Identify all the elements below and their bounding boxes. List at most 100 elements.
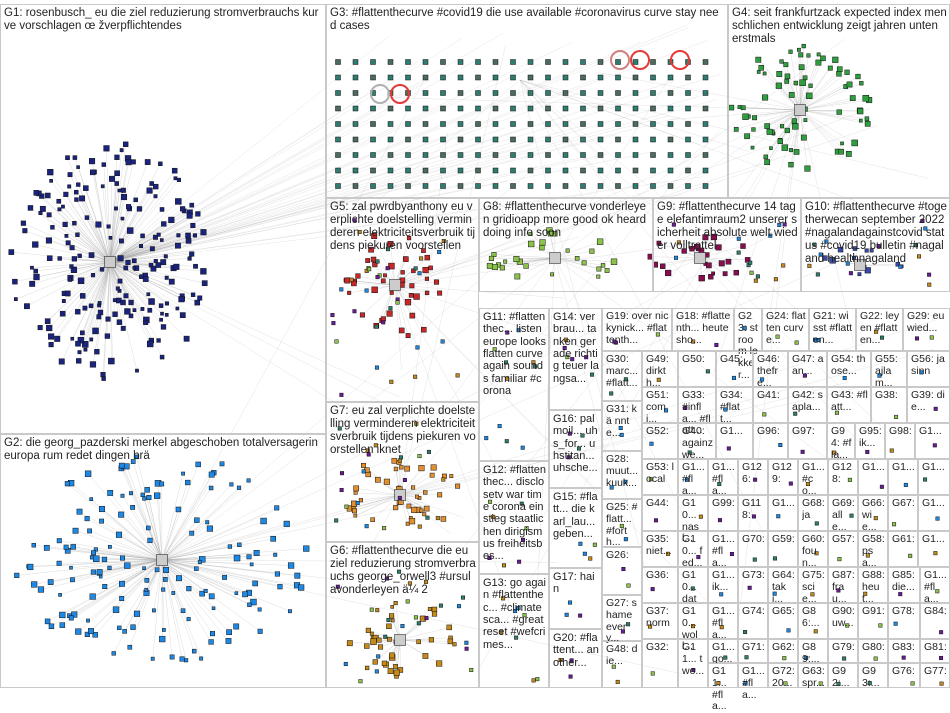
group-box-g38: G38: [871,387,907,423]
group-box-g77: G77: [920,663,950,688]
group-box-g45: G45: [716,351,753,387]
group-box-g43: G43: #flatt... [827,387,871,423]
group-label-g121: G1... #fla... [712,534,735,569]
group-label-g80: G80: [862,642,885,654]
group-box-g11: G11: #flattenthec... listen europe looks… [479,308,549,461]
group-label-g122: G1... [922,534,947,546]
group-box-g95: G95: ik... [855,423,885,459]
group-label-g75: G75: scie... [802,570,825,605]
group-box-g65: G65: [768,603,798,639]
group-label-g15: G15: #flatt... die karl_lau... geben... [553,491,599,540]
group-box-g60: G60: foun... [798,531,828,567]
group-box-g75: G75: scie... [798,567,828,603]
group-label-g93: G93:... [862,666,885,690]
group-box-g33: G33: #infla... #flatt... [678,387,716,423]
group-label-g70: G70: [742,534,765,546]
group-box-g15: G15: #flatt... die karl_lau... geben... [549,488,602,568]
group-box-g63: G63: spr... [798,663,828,688]
group-label-g18: G18: #flattenth... heutesho... [676,311,731,346]
group-box-g55: G55: ajlam... [871,351,907,387]
group-box-g102: G10... nasl... [678,495,708,531]
group-box-g81: G81: [920,639,950,663]
group-label-g100: G10... dat [682,570,705,605]
group-label-g7: G7: eu zal verplichte doelstelling vermi… [330,405,476,457]
group-label-g5: G5: zal pwrdbyanthony eu verplichte doel… [330,201,476,253]
group-box-g105: G1... #fla... [738,663,768,688]
group-label-g110: G11... #fla... [712,666,735,713]
group-label-g56: G56: ja sinn [911,354,947,378]
group-box-g54: G54: those... [827,351,871,387]
group-label-g73: G73: [742,570,765,582]
group-box-g61: G61: [888,531,918,567]
group-label-g68: G68: ja [802,498,825,522]
group-label-g118: G118: [742,498,765,522]
group-box-g13: G13: go again #flattenthec... #climatesc… [479,574,549,688]
group-label-g97: G97: [792,426,824,438]
group-box-g80: G80: [858,639,888,663]
group-box-g111: G1... #fla... [708,603,738,639]
group-label-g30: G30: marc... #flatt... [606,354,639,389]
group-box-g59: G59: [768,531,798,567]
group-label-g64: G64: taki... [772,570,795,605]
group-label-g54: G54: those... [831,354,868,378]
group-box-g129: G129: [768,459,798,495]
group-label-g67: G67: [892,498,915,510]
group-label-g91: G91: [862,606,885,618]
group-box-g6: G6: #flattenthecurve die eu ziel reduzie… [326,542,479,688]
group-label-g20: G20: #flattent... another... [553,632,599,669]
group-box-g99: G99: [708,495,738,531]
group-box-g4: G4: seit frankfurtzack expected index me… [728,4,950,198]
group-box-g64: G64: taki... [768,567,798,603]
group-label-g61: G61: [892,534,915,546]
group-box-g37: G37: norm [642,603,678,639]
group-label-g27: G27: shame every... [606,598,639,645]
group-label-g99: G99: [712,498,735,510]
group-label-g115: G1... [892,462,915,474]
group-box-g1: G1: rosenbusch_ eu die ziel reduzierung … [0,4,326,434]
group-box-g57: G57: [828,531,858,567]
group-label-g76: G76: [892,666,917,678]
group-label-g98: G98: [889,426,912,438]
group-box-g3: G3: #flattenthecurve #covid19 die use av… [326,4,728,198]
group-box-g22: G22: leyen #flatten... [856,308,903,351]
group-box-g17: G17: hain [549,568,602,629]
group-box-g118: G118: [738,495,768,531]
group-label-g14: G14: verbrau... tanken gerade richtig te… [553,311,599,385]
group-box-g21: G21: wisst #flatten... [809,308,856,351]
group-box-g12: G12: #flattenthec... disclosetv war time… [479,461,549,574]
group-label-g21: G21: wisst #flatten... [813,311,853,346]
group-box-g7: G7: eu zal verplichte doelstelling vermi… [326,402,479,542]
group-label-g29: G29: eu wied... [907,311,947,335]
group-label-g109: G11... two... [682,642,705,677]
group-box-g8: G8: #flattenthecurve vonderleyen gridioa… [479,198,653,292]
group-label-g42: G42: sapla... [792,390,824,414]
group-box-g121: G1... #fla... [708,531,738,567]
group-box-g23: G23: stroom lekker... [734,308,762,351]
group-label-g53: G53: local [646,462,675,486]
group-label-g41: G41: [757,390,785,402]
group-label-g59: G59: [772,534,795,546]
group-label-g49: G49: dirkth... [646,354,675,389]
group-box-g28: G28: muut... kuuk... [602,451,642,499]
group-label-g32: G32: [646,642,675,654]
group-label-g71: G71: [742,642,765,654]
group-label-g4: G4: seit frankfurtzack expected index me… [732,7,947,46]
group-label-g72: G72: 20... [772,666,795,690]
group-label-g24: G24: flatten curve... [766,311,806,346]
group-box-g113: G1... #fla... [678,459,708,495]
group-label-g40: G40: againzwe... [682,426,713,461]
group-box-g89: G89:... [798,639,828,663]
group-box-g112: G1... #fla... [920,567,950,603]
group-box-g115: G1... [888,459,918,495]
group-label-g66: G66: wie... [862,498,885,533]
group-label-g112: G1... #fla... [924,570,947,605]
group-box-g39: G39: die... [907,387,950,423]
group-label-g129: G129: [772,462,795,486]
group-label-g124: G1... [919,426,947,438]
group-box-g47: G47: aan... [788,351,827,387]
group-box-g94: G94: #fla... [827,423,855,459]
group-box-g18: G18: #flattenth... heutesho... [672,308,734,351]
group-label-g74: G74: [742,606,765,618]
group-box-g87: G87: frau... [828,567,858,603]
group-box-g2: G2: die georg_pazderski merkel abgeschob… [0,434,326,688]
